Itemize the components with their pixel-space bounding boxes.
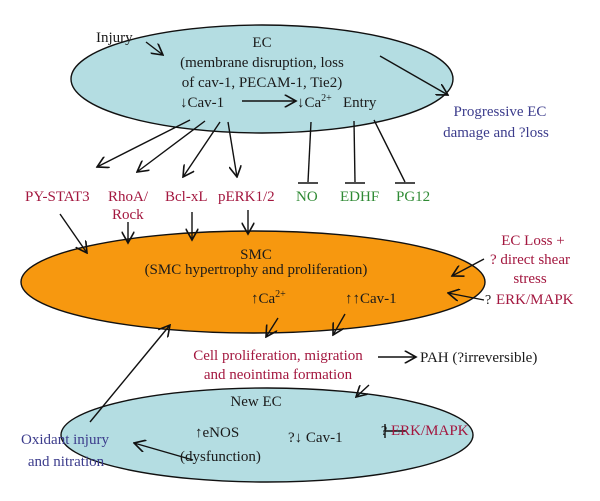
outcome-to-newec-arrow [356, 384, 370, 397]
progressive-arrow [379, 55, 448, 95]
injury-arrow [145, 41, 163, 55]
ec-line2: of cav-1, PECAM-1, Tie2) [182, 75, 342, 91]
edhf-label: EDHF [340, 189, 379, 205]
ec-ellipse [70, 24, 454, 134]
oxidant-line2: and nitration [28, 454, 105, 470]
newec-to-oxidant-arrow [134, 443, 194, 461]
cav-to-outcome-arrow [333, 313, 346, 335]
ecloss-line2: ? direct shear [490, 252, 570, 268]
new-ec-ellipse [60, 387, 474, 483]
entry-inhibits-pg12 [373, 119, 406, 183]
ec-ca-prefix: ↓Ca [297, 95, 322, 111]
perk-label: pERK1/2 [218, 189, 275, 205]
cav-to-perk-arrow [227, 121, 237, 177]
outcome-line2: and neointima formation [204, 367, 353, 383]
newec-title: New EC [230, 394, 281, 410]
oxidant-line1: Oxidant injury [21, 432, 109, 448]
newec-cav-label: ?↓ Cav-1 [288, 430, 343, 446]
oxidant-to-smc-arrow [89, 325, 170, 423]
pystat3-label: PY-STAT3 [25, 189, 90, 205]
bclxl-label: Bcl-xL [165, 189, 208, 205]
ec-ca-label: ↓Ca2+ [297, 93, 332, 111]
smc-cav-label: ↑↑Cav-1 [345, 291, 397, 307]
erk-to-smc-arrow [448, 293, 485, 300]
ecloss-line3: stress [513, 271, 546, 287]
smc-subtitle: (SMC hypertrophy and proliferation) [145, 262, 368, 278]
smc-erk-label: ERK/MAPK [496, 292, 574, 308]
rhoa-label-1: RhoA/ [108, 189, 149, 205]
outcome-line1: Cell proliferation, migration [193, 348, 363, 364]
ca-to-outcome-arrow [266, 317, 279, 337]
progressive-line1: Progressive EC [454, 104, 547, 120]
newec-enos-label: ↑eNOS [195, 425, 239, 441]
newec-erk-label: ERK/MAPK [391, 423, 469, 439]
pah-label: PAH (?irreversible) [420, 350, 537, 366]
smc-ca-label: ↑Ca2+ [251, 289, 286, 307]
cav-to-rhoa-arrow [137, 120, 206, 172]
pystat3-to-smc-arrow [59, 213, 87, 253]
smc-ca-sup: 2+ [275, 289, 286, 300]
ecloss-line1: EC Loss + [501, 233, 564, 249]
entry-inhibits-edhf [353, 120, 356, 183]
ec-title: EC [252, 35, 271, 51]
injury-label: Injury [96, 30, 133, 46]
ec-entry-label: Entry [343, 95, 377, 111]
ca-inhibits-no [307, 121, 312, 183]
smc-ca-prefix: ↑Ca [251, 291, 276, 307]
smc-title: SMC [240, 247, 272, 263]
rhoa-label-2: Rock [112, 207, 144, 223]
newec-erk-q: ? [381, 424, 387, 439]
ec-ca-sup: 2+ [321, 93, 332, 104]
ec-line1: (membrane disruption, loss [180, 55, 344, 71]
smc-erk-q: ? [485, 293, 491, 308]
ec-cav-label: ↓Cav-1 [180, 95, 224, 111]
cav-to-pystat3-arrow [97, 119, 191, 167]
newec-dysfunction-label: (dysfunction) [180, 449, 261, 465]
cav-to-bclxl-arrow [183, 121, 221, 177]
no-label: NO [296, 189, 318, 205]
pg12-label: PG12 [396, 189, 430, 205]
progressive-line2: damage and ?loss [443, 125, 549, 141]
ecloss-to-smc-arrow [452, 258, 485, 276]
